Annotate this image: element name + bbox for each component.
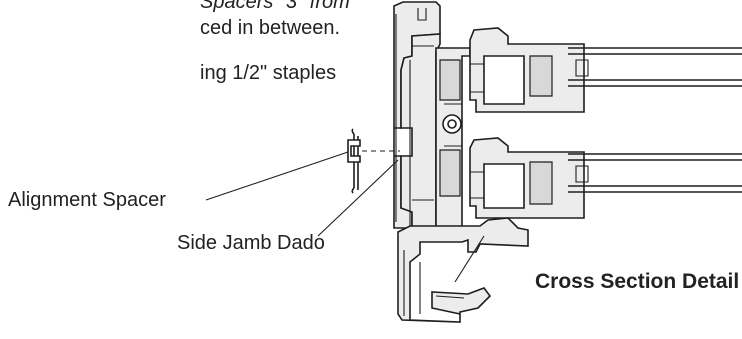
sill-profile [397,217,529,323]
glass-panes [568,47,742,193]
alignment-spacer-label: Alignment Spacer [8,189,166,211]
side-jamb-profile [393,1,441,229]
side-jamb-dado-label: Side Jamb Dado [177,232,325,254]
instruction-line-1: Spacers" 3" from [200,0,350,13]
leader-side-jamb-dado [317,159,399,237]
center-stop-profile [435,47,471,241]
instruction-line-3: ing 1/2" staples [200,62,337,84]
instruction-line-2: ced in between. [200,17,341,39]
lower-sash-profile [469,137,585,219]
leader-sill [454,235,485,283]
cross-section-detail-caption: Cross Section Detail [535,270,740,293]
upper-sash-profile [469,27,585,113]
alignment-spacer-part [347,128,361,194]
leader-alignment-spacer [205,151,349,201]
